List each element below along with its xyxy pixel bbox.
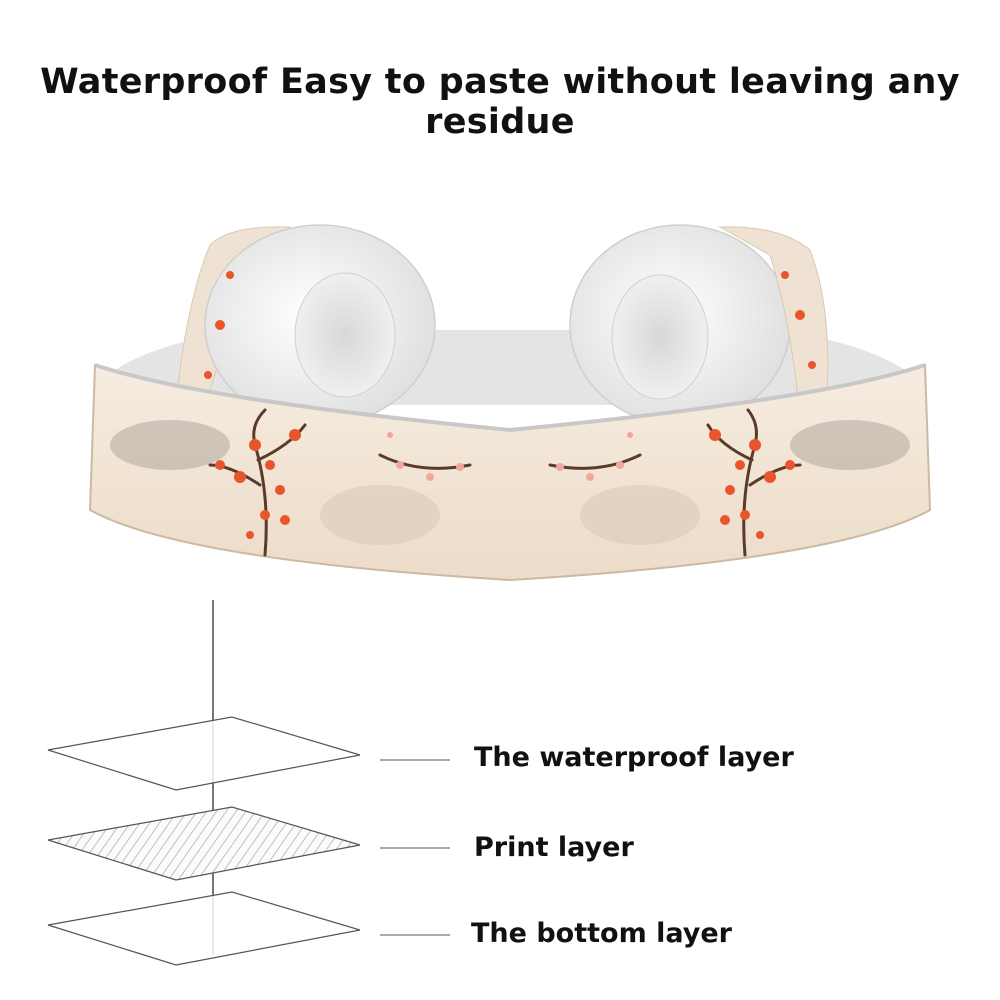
layer-diagram bbox=[47, 600, 450, 966]
plain-sheet-icon bbox=[47, 891, 361, 966]
headline: Waterproof Easy to paste without leaving… bbox=[40, 62, 960, 142]
layer-label-waterproof: The waterproof layer bbox=[474, 742, 794, 773]
layer-label-bottom: The bottom layer bbox=[471, 918, 732, 949]
hatched-sheet-icon bbox=[47, 806, 361, 881]
headphones-skin-icon bbox=[88, 224, 932, 582]
layer-label-print: Print layer bbox=[474, 832, 634, 863]
plain-sheet-icon bbox=[47, 716, 361, 791]
